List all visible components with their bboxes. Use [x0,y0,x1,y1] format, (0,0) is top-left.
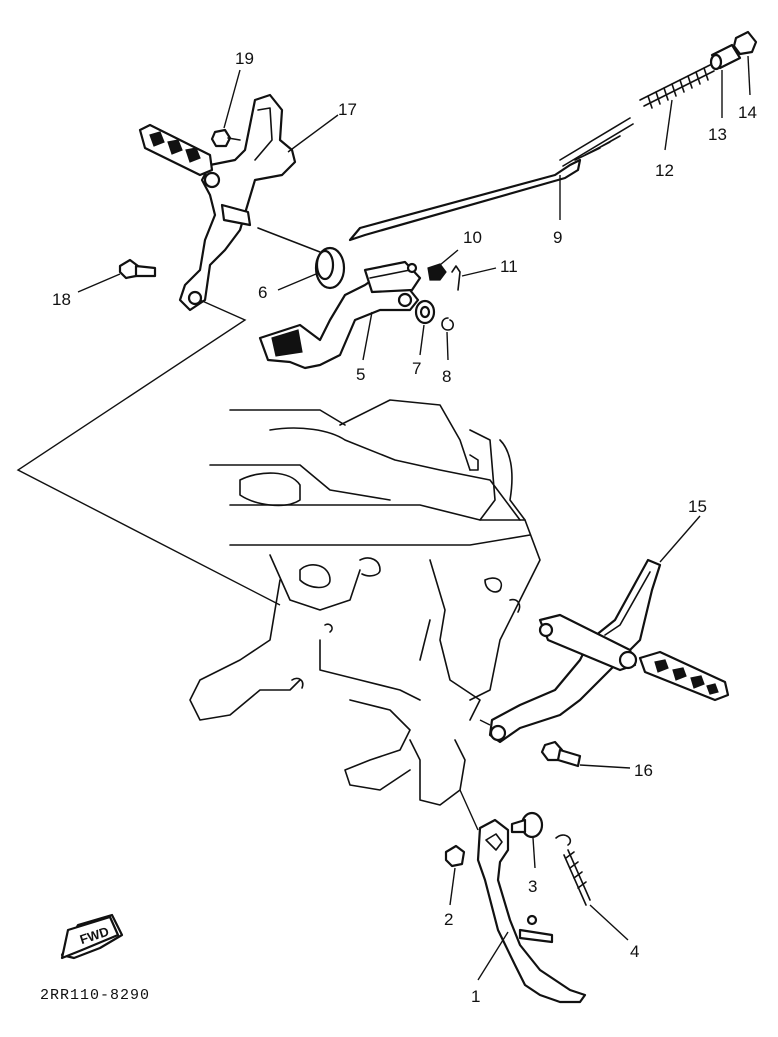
bolt-18 [118,258,157,280]
callout-17: 17 [338,100,357,119]
footrest-peg-left [138,123,214,177]
diagram-code: 2RR110-8290 [40,987,150,1004]
brake-pedal [258,260,422,370]
axis-line-6 [257,227,321,253]
bolt-3 [510,811,544,839]
callout-12: 12 [655,161,674,180]
bolt-19 [210,128,241,148]
fwd-arrow: FWD [60,913,124,960]
bush-6 [314,246,346,290]
footrest-peg-right [638,650,730,702]
callout-19: 19 [235,49,254,68]
callout-7: 7 [412,359,421,378]
callout-5: 5 [356,365,365,384]
callout-13: 13 [708,125,727,144]
pin-11 [451,265,461,291]
callout-6: 6 [258,283,267,302]
callout-10: 10 [463,228,482,247]
footrest-bracket-right [488,558,662,744]
callout-18: 18 [52,290,71,309]
leader-sidestand [459,789,479,831]
brake-rod [348,117,634,242]
callout-15: 15 [688,497,707,516]
footrest-bracket-left [178,93,297,312]
bolt-16 [540,740,582,768]
leader-15 [479,719,491,726]
spring-12 [639,64,715,109]
callouts: 1 2 3 4 5 6 7 8 9 10 11 12 13 [52,49,757,1006]
clip-8 [441,317,454,331]
washer-7 [414,299,436,325]
joint-13 [709,43,742,71]
callout-16: 16 [634,761,653,780]
callout-14: 14 [738,103,757,122]
leader-frame [16,299,281,606]
frame [189,399,541,806]
nut-14 [732,30,758,56]
sidestand [476,818,587,1004]
callout-3: 3 [528,877,537,896]
nut-2 [444,844,466,868]
spring-4 [555,834,591,906]
callout-2: 2 [444,910,453,929]
callout-1: 1 [471,987,480,1006]
callout-9: 9 [553,228,562,247]
callout-8: 8 [442,367,451,386]
nut-10 [427,263,447,281]
callout-4: 4 [630,942,639,961]
callout-11: 11 [500,257,518,276]
